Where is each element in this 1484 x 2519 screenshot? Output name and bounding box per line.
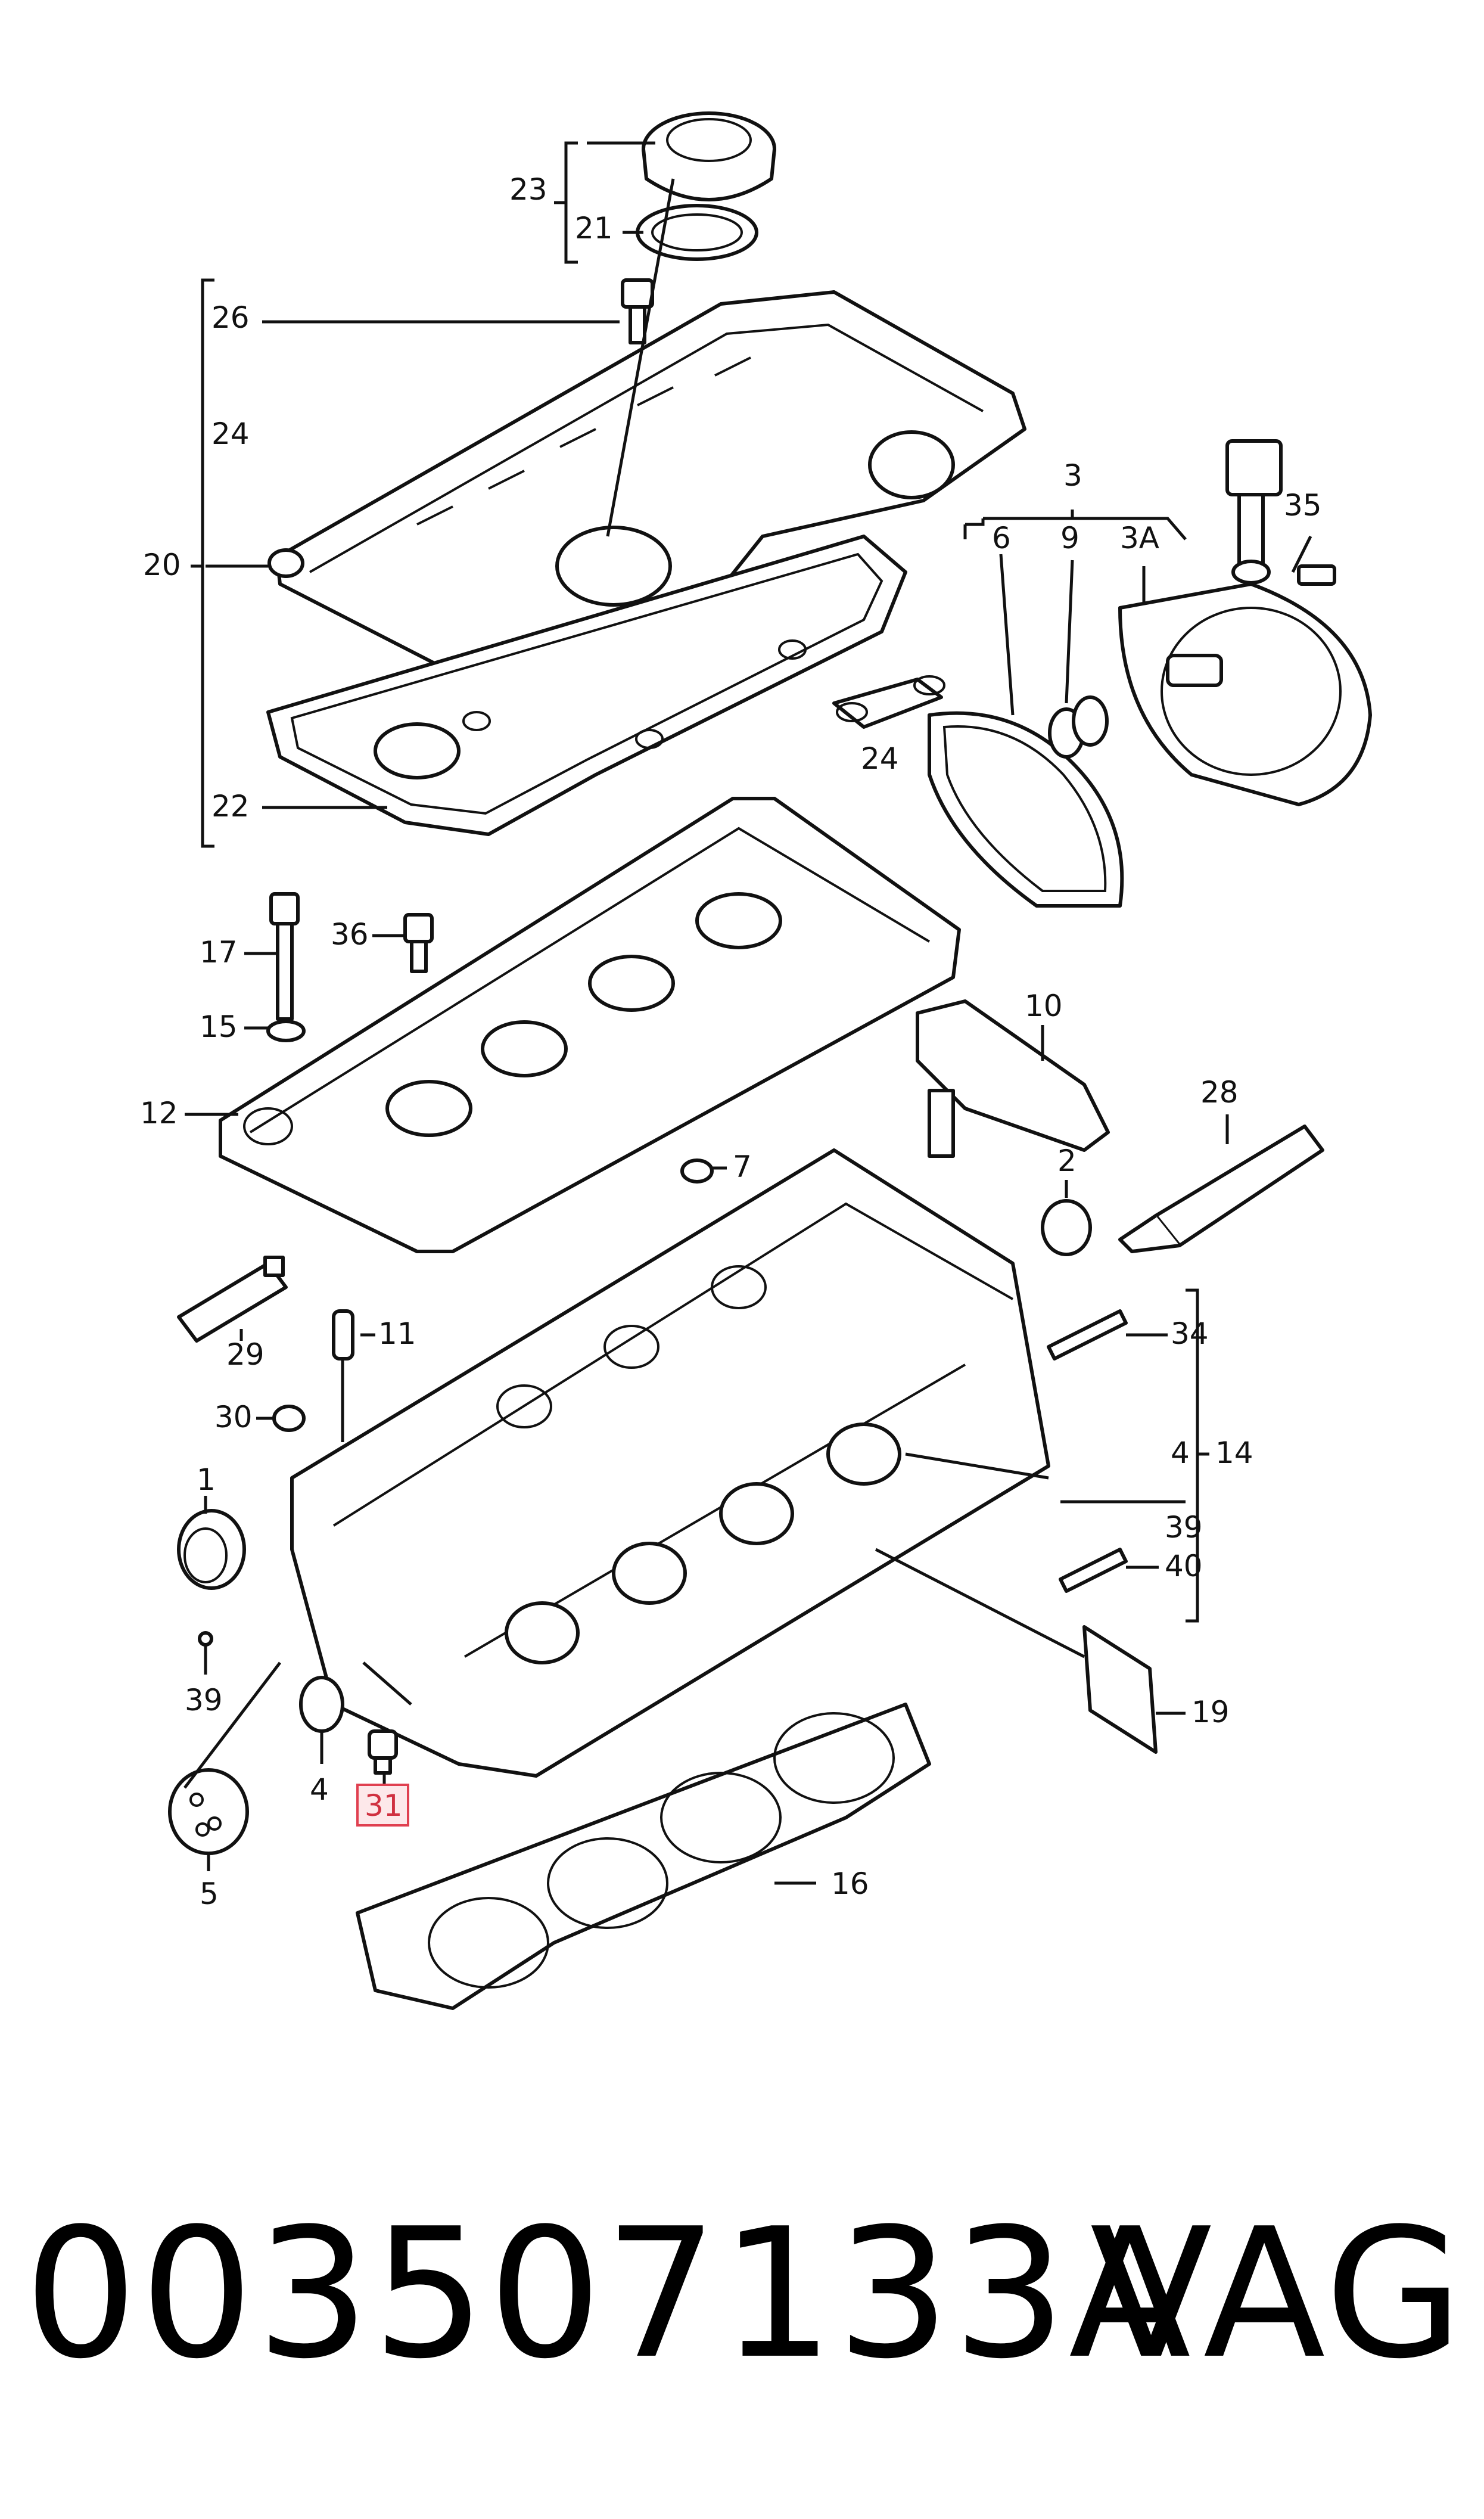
callout-34: 34: [1171, 1316, 1209, 1351]
callout-9: 9: [1060, 521, 1079, 555]
head-gasket: [356, 1703, 931, 2010]
callout-11: 11: [378, 1316, 416, 1351]
camshaft-bearing-frame: [219, 797, 961, 1253]
callout-10: 10: [1025, 989, 1063, 1023]
plug: [680, 1158, 714, 1184]
callout-39-left: 39: [185, 1683, 223, 1717]
exploded-parts-diagram: 23 21 26 24 20 22 3 6 9 3A 35 24 17 36 1…: [140, 111, 1372, 2010]
callout-24: 24: [211, 417, 250, 451]
cylinder-head-cover: [267, 290, 1026, 723]
callout-22: 22: [211, 789, 250, 824]
callout-2: 2: [1057, 1144, 1077, 1178]
callout-7: 7: [733, 1150, 752, 1184]
shaft-seal-4: [299, 1676, 344, 1733]
shaft-seal-2: [1041, 1199, 1092, 1256]
chain-tensioner: [916, 999, 1110, 1158]
sprocket: [168, 1768, 249, 1855]
callout-24-right: 24: [861, 741, 899, 776]
callout-6: 6: [992, 521, 1011, 555]
callout-26: 26: [211, 300, 250, 335]
stud-40: [1059, 1548, 1128, 1593]
o-rings: [1048, 695, 1109, 759]
callout-12: 12: [140, 1096, 178, 1130]
callout-31-highlight[interactable]: 31: [356, 1784, 409, 1827]
callout-28: 28: [1200, 1075, 1239, 1110]
plug-30: [272, 1405, 306, 1432]
callout-20: 20: [143, 548, 181, 582]
callout-31: 31: [365, 1788, 403, 1823]
stud-34: [1047, 1309, 1128, 1361]
callout-16: 16: [831, 1866, 869, 1901]
callout-1: 1: [197, 1462, 216, 1497]
part-number: 003507133A: [24, 2190, 1194, 2398]
callout-4-seal: 4: [310, 1772, 329, 1807]
callout-3: 3: [1063, 458, 1082, 493]
callout-30: 30: [214, 1400, 253, 1434]
brand-name: VAG: [1090, 2190, 1466, 2398]
small-seals: [832, 675, 945, 729]
heat-shield: [1082, 1625, 1158, 1754]
washer: [266, 1020, 306, 1042]
cover-bolt: [621, 278, 654, 344]
short-bolt: [403, 913, 434, 973]
callout-15: 15: [200, 1010, 238, 1044]
part-footer: 003507133A VAG: [24, 2205, 1466, 2455]
cylinder-head: [290, 1148, 1050, 1778]
camshaft-seal: [177, 1509, 246, 1590]
callout-36: 36: [331, 917, 369, 952]
oil-filler-cap: [642, 111, 776, 201]
sealant-tube: [1118, 1125, 1324, 1253]
plug-bolt-31: [368, 1729, 398, 1775]
callout-4-head: 4: [1171, 1436, 1190, 1470]
long-bolt: [269, 892, 300, 1021]
callout-17: 17: [200, 935, 238, 970]
callout-39-right: 39: [1165, 1510, 1203, 1545]
callout-40: 40: [1165, 1549, 1203, 1583]
callout-21: 21: [575, 211, 613, 246]
dowel-pin: [332, 1309, 354, 1361]
callout-23: 23: [509, 172, 547, 207]
callout-35: 35: [1284, 488, 1322, 523]
small-ring: [198, 1631, 213, 1647]
callout-19: 19: [1191, 1695, 1230, 1729]
filler-cap-seal: [636, 204, 758, 261]
sealant: [177, 1256, 288, 1343]
callout-5: 5: [200, 1877, 219, 1911]
callout-14: 14: [1215, 1436, 1253, 1470]
cover-gasket: [266, 535, 907, 836]
callout-29: 29: [226, 1337, 265, 1372]
sensor: [1225, 439, 1336, 586]
pump-gasket: [928, 711, 1124, 908]
vacuum-pump: [1118, 582, 1372, 806]
callout-3A: 3A: [1120, 521, 1159, 555]
